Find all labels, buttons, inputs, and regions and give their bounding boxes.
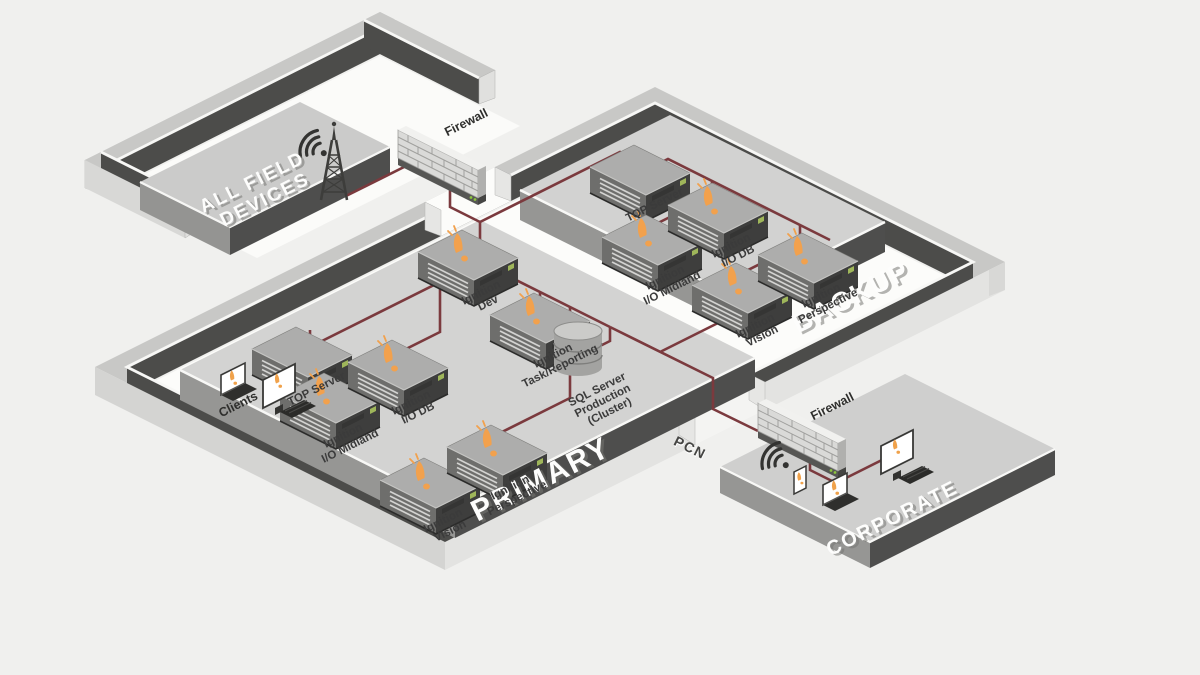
field-platform bbox=[139, 102, 391, 255]
field-zone-walls bbox=[84, 12, 496, 239]
